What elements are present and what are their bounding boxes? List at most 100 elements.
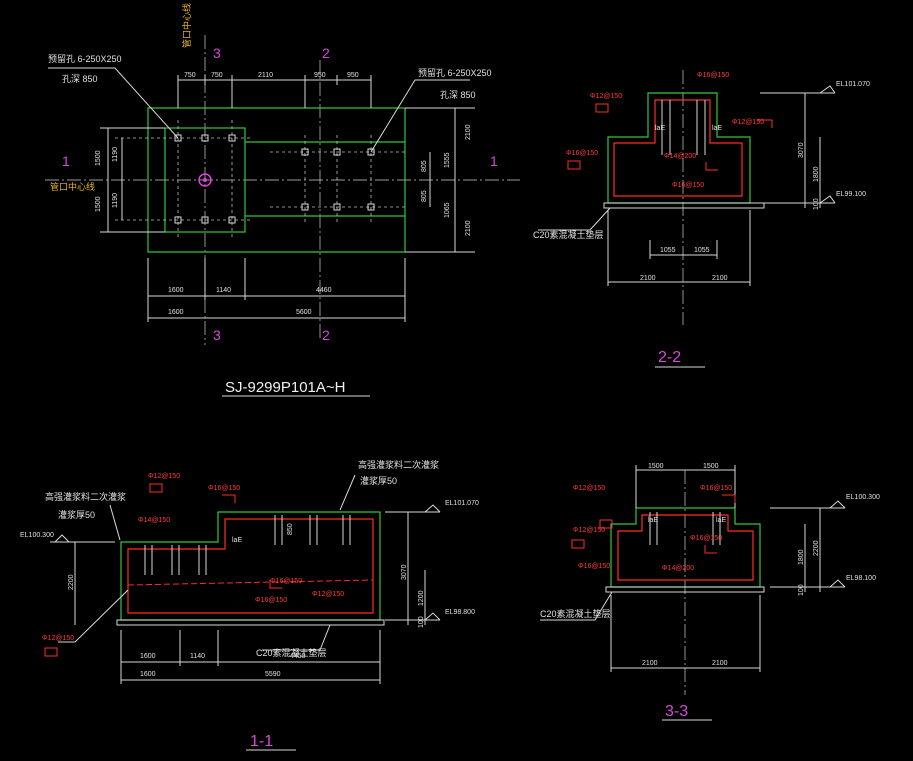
plan-center-marker-icon (198, 173, 212, 187)
s22-dimension-lines (607, 92, 835, 286)
s22-dim-bottom-3: 2100 (640, 275, 656, 282)
plan-bolt-holes (174, 134, 375, 224)
s11-base-note: C20素混凝土垫层 (256, 647, 327, 658)
s11-rebar-cage (127, 518, 374, 614)
plan-title: SJ-9299P101A~H (225, 379, 346, 396)
plan-top-dim-3: 2110 (258, 72, 273, 79)
s33-elev-top-marker-icon (829, 500, 846, 509)
s33-concrete-outline (610, 507, 761, 588)
s22-rebar-4: Φ16@150 (566, 150, 598, 157)
section-1-1: 高强灌浆料二次灌浆 灌浆厚50 高强灌浆料二次灌浆 灌浆厚50 EL100.30… (20, 459, 479, 751)
s33-tag-boxes (571, 494, 736, 554)
s22-dim-right-2: 1800 (813, 166, 820, 182)
s11-grout-leader-right (339, 474, 356, 511)
s33-dim-right-1: 2200 (813, 540, 820, 556)
s33-dim-right-3: 100 (798, 584, 805, 596)
plan-right-dim-1: 805 (421, 160, 428, 172)
plan-center-dot-icon (203, 178, 207, 182)
s33-base-leader (540, 591, 613, 621)
s11-title: 1-1 (250, 733, 273, 750)
s22-anchor-holes (661, 100, 706, 155)
plan-right-dim-2: 805 (421, 190, 428, 202)
s22-dim-right-3: 100 (813, 198, 820, 210)
s11-base-leader (262, 624, 331, 651)
s11-grout-leader-left (109, 504, 121, 541)
plan-pedestal-left (164, 127, 246, 233)
s11-dim-bottom-3: 4450 (290, 653, 306, 660)
s11-dim-bottom-2: 1140 (190, 653, 205, 660)
plan-bolt-note-left: 预留孔 6-250X250 (48, 53, 122, 64)
plan-section-marker-1-right: 1 (490, 153, 498, 169)
plan-bottom-dim-5: 5600 (296, 309, 312, 316)
s11-rebar-2: Φ16@150 (208, 485, 240, 492)
s22-base-note: C20素混凝土垫层 (533, 229, 604, 240)
s33-dim-bottom-2: 2100 (712, 660, 728, 667)
s33-rebar-1: Φ12@150 (573, 485, 605, 492)
plan-right-dim-5: 2100 (465, 124, 472, 140)
s22-dim-right-1: 3070 (798, 142, 805, 158)
s22-elev-top: EL101.070 (836, 81, 870, 88)
plan-left-dim-3: 1190 (112, 147, 119, 162)
s33-rebar-6: Φ14@200 (662, 565, 694, 572)
s22-base-slab (603, 202, 765, 209)
s22-base-leader (538, 207, 611, 231)
s11-note-left: 高强灌浆料二次灌浆 (45, 491, 126, 502)
s11-rebar-7: Φ12@150 (42, 635, 74, 642)
s11-note-right-2: 灌浆厚50 (360, 475, 397, 486)
s22-tag-boxes (567, 103, 773, 171)
plan-bolt-note-right-2: 孔深 850 (440, 90, 476, 100)
s33-dim-top-1: 1500 (648, 463, 664, 470)
plan-top-dim-5: 950 (347, 72, 359, 79)
plan-top-dim-1: 750 (184, 72, 196, 79)
s11-elev-top: EL101.070 (445, 500, 479, 507)
s22-elev-bottom: EL99.100 (836, 191, 866, 198)
s11-dimension-lines (50, 511, 440, 684)
plan-left-dim-4: 1190 (112, 193, 119, 208)
s11-rebar-5: Φ16@150 (255, 597, 287, 604)
s22-title: 2-2 (658, 349, 681, 366)
s22-elev-top-marker-icon (819, 85, 836, 94)
s33-rebar-cage (617, 514, 754, 581)
s11-lae: laE (232, 537, 242, 544)
plan-section-marker-3-bottom: 3 (213, 327, 221, 343)
s11-elev-top-marker-icon (424, 504, 441, 513)
s11-rebar-3: Φ14@150 (138, 517, 170, 524)
s22-rebar-cage (613, 99, 743, 197)
s11-rebar-1: Φ12@150 (148, 473, 180, 480)
plan-top-dim-2: 750 (211, 72, 223, 79)
section-3-3: 1500 1500 EL100.300 EL98.100 2200 1800 1… (540, 463, 880, 721)
plan-bolt-note-left-2: 孔深 850 (62, 74, 98, 84)
s33-dim-top-2: 1500 (703, 463, 719, 470)
plan-section-marker-2-bottom: 2 (322, 327, 330, 343)
s22-rebar-5: Φ14@200 (664, 153, 696, 160)
s22-dim-bottom-2: 1055 (694, 247, 710, 254)
s11-base-slab (116, 619, 385, 626)
plan-right-dim-6: 2100 (465, 220, 472, 236)
plan-top-dim-4: 950 (314, 72, 326, 79)
s11-inner-rebar (127, 579, 374, 586)
s22-rebar-6: Φ16@150 (672, 182, 704, 189)
s11-note-left-2: 灌浆厚50 (58, 509, 95, 520)
s11-dim-bottom-4: 1600 (140, 671, 156, 678)
plan-section-marker-1-left: 1 (62, 153, 70, 169)
plan-right-dimension-lines (405, 107, 475, 253)
plan-bottom-dim-1: 1600 (168, 287, 184, 294)
plan-left-dim-2: 1500 (95, 196, 102, 212)
s33-rebar-5: Φ16@150 (690, 535, 722, 542)
s11-elev-bottom: EL98.800 (445, 609, 475, 616)
s22-lae-right: laE (712, 125, 722, 132)
s22-dim-bottom-1: 1055 (660, 247, 676, 254)
plan-step-lines (245, 141, 405, 217)
plan-bottom-dim-4: 1600 (168, 309, 184, 316)
s11-rebar-leader (58, 589, 129, 643)
s11-elev-bottom-marker-icon (424, 612, 441, 621)
s33-rebar-4: Φ16@150 (578, 563, 610, 570)
plan-section-marker-3-top: 3 (213, 45, 221, 61)
s11-note-right: 高强灌浆料二次灌浆 (358, 459, 439, 470)
plan-center-label-top: 管口中心线 (181, 3, 192, 48)
plan-top-dimension-lines (177, 75, 372, 108)
plan-bolt-note-right: 预留孔 6-250X250 (418, 67, 492, 78)
s33-title: 3-3 (665, 703, 688, 720)
plan-bottom-dim-3: 4460 (316, 287, 332, 294)
